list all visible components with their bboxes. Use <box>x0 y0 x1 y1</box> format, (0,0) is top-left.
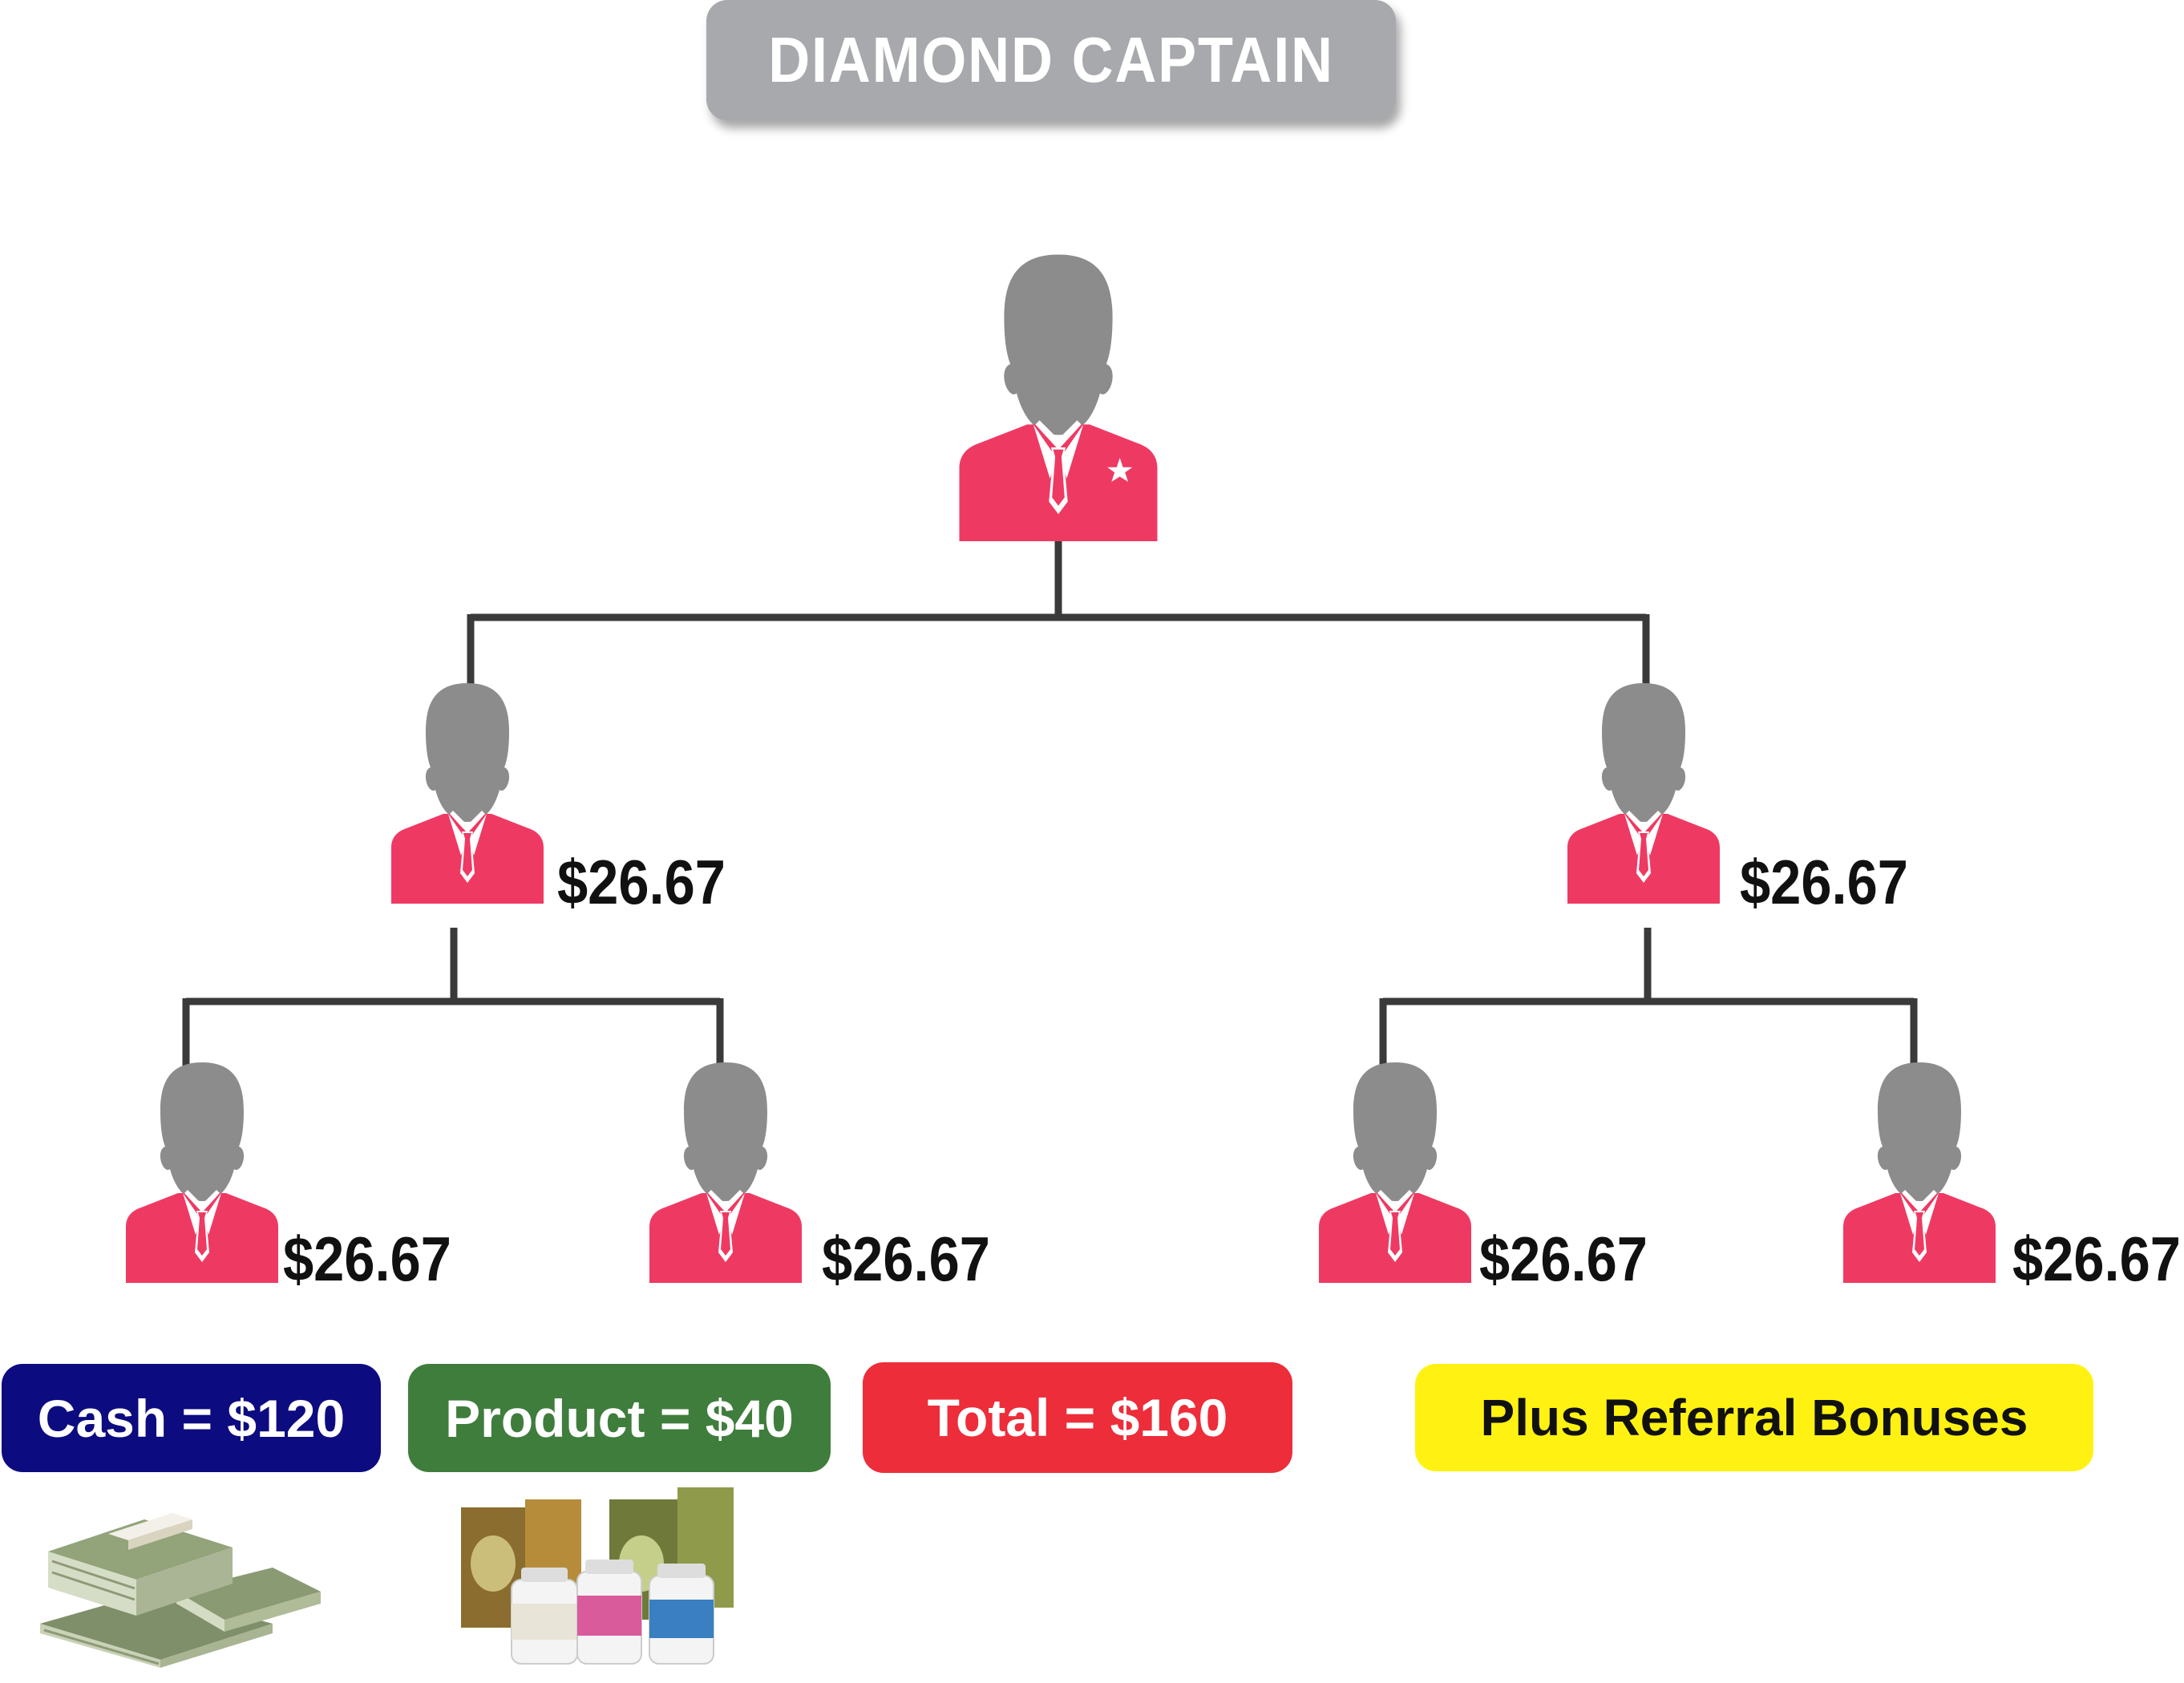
member-amount: $26.67 <box>1740 847 1908 917</box>
person-icon <box>1319 1062 1471 1283</box>
bonus-label: Plus Referral Bonuses <box>1480 1389 2028 1446</box>
person-icon <box>1567 683 1720 904</box>
star-icon <box>1107 458 1133 482</box>
product-label: Product = $40 <box>445 1388 794 1448</box>
member-amount: $26.67 <box>557 847 726 917</box>
person-icon <box>391 683 544 904</box>
product-boxes-icon <box>461 1487 734 1665</box>
member-amount: $26.67 <box>822 1224 990 1294</box>
money-stack-icon <box>40 1513 321 1668</box>
total-label: Total = $160 <box>927 1388 1228 1447</box>
cash-label: Cash = $120 <box>37 1388 346 1448</box>
person-icon <box>649 1062 802 1283</box>
page-title: DIAMOND CAPTAIN <box>768 24 1334 95</box>
total-badge: Total = $160 <box>863 1362 1292 1473</box>
cash-badge: Cash = $120 <box>2 1364 381 1472</box>
member-amount: $26.67 <box>283 1224 451 1294</box>
captain-person-icon <box>959 254 1158 541</box>
member-amount: $26.67 <box>2012 1224 2181 1294</box>
person-icon <box>1843 1062 1996 1283</box>
bonus-badge: Plus Referral Bonuses <box>1415 1364 2093 1471</box>
member-amount: $26.67 <box>1479 1224 1648 1294</box>
person-icon <box>126 1062 278 1283</box>
title-badge: DIAMOND CAPTAIN <box>706 0 1396 120</box>
product-badge: Product = $40 <box>408 1364 831 1472</box>
